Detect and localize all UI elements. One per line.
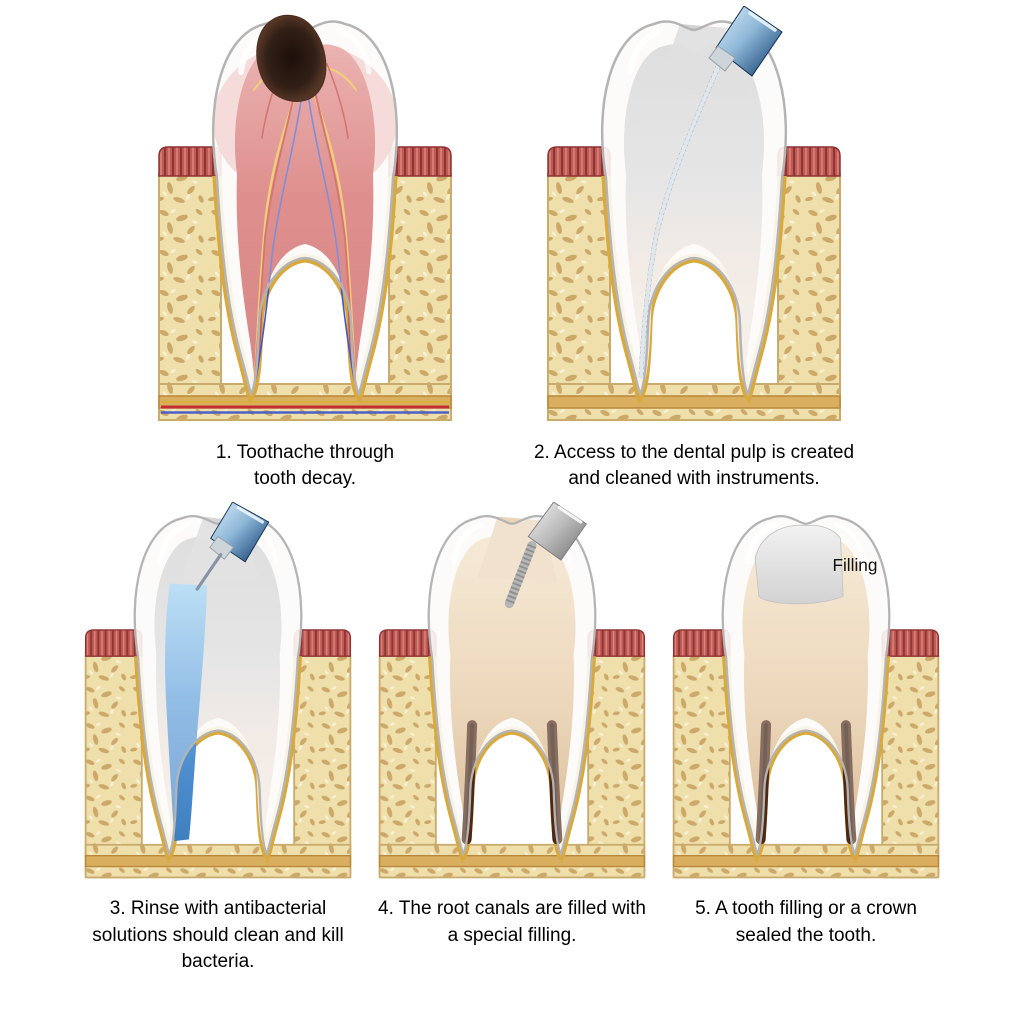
nerve-bundle-icon [161,401,449,414]
step-3-illustration [84,502,352,879]
filling-plugger-icon [504,502,587,609]
irrigation-syringe-icon [195,502,270,592]
step-2-illustration [547,6,841,421]
enamel-gloss [602,22,786,394]
step-2-panel: 2. Access to the dental pulp is created … [519,6,869,492]
enamel-gloss [135,517,302,855]
step-3-caption: 3. Rinse with antibacterial solutions sh… [92,898,344,972]
endo-handpiece-icon [708,6,783,77]
step-1-illustration [158,14,452,421]
enamel-gloss [429,517,596,855]
endo-file-icon [638,57,724,379]
step-5-illustration: Filling [672,502,940,879]
step-4-panel: 4. The root canals are filled with a spe… [376,502,648,948]
bottom-row: 3. Rinse with antibacterial solutions sh… [0,502,1024,975]
step-1-caption: 1. Toothache through tooth decay. [215,442,395,490]
top-row: 1. Toothache through tooth decay. [0,0,1024,492]
filling-label: Filling [832,555,877,575]
step-2-caption: 2. Access to the dental pulp is created … [533,442,855,490]
step-1-panel: 1. Toothache through tooth decay. [155,6,455,492]
step-4-caption: 4. The root canals are filled with a spe… [378,898,646,946]
step-5-panel: Filling 5. A tooth filling or a crown se… [670,502,942,948]
step-5-caption: 5. A tooth filling or a crown sealed the… [695,898,917,946]
step-3-panel: 3. Rinse with antibacterial solutions sh… [82,502,354,975]
step-4-illustration [378,502,646,879]
decay-spot [256,14,327,102]
